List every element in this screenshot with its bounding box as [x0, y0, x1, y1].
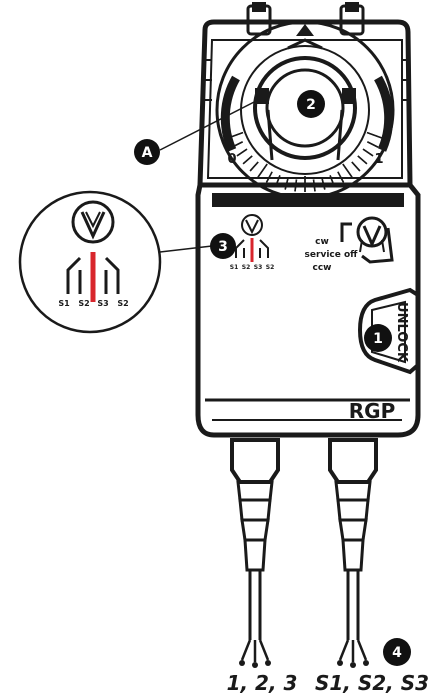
cable-gland-left [232, 440, 278, 640]
dial-tick [258, 164, 267, 177]
zoom-terminal-label: S1 [58, 299, 70, 308]
dial-tick [343, 164, 352, 177]
actuator-body [198, 185, 418, 435]
callout-1: 1 [364, 324, 392, 352]
brand-logo: RGP [349, 399, 395, 423]
switch-terminal-label: S2 [242, 264, 251, 271]
zoom-terminal-label: S3 [97, 299, 108, 308]
cable-gland-right [330, 440, 376, 640]
dial-tick [367, 142, 378, 147]
dial-tick [352, 162, 360, 171]
wires-switch [337, 640, 369, 668]
callout-2-text: 2 [306, 97, 316, 113]
switch-terminal-label: S2 [266, 264, 275, 271]
dial-tick [237, 149, 247, 156]
cable-label-power: 1, 2, 3 [227, 671, 298, 695]
callout-1-text: 1 [373, 331, 383, 347]
dial-label-one: 1 [374, 152, 383, 167]
callout-4: 4 [383, 638, 411, 666]
wires-power [239, 640, 271, 668]
selector-label-service-off: service off [305, 250, 359, 260]
callout-2: 2 [297, 90, 325, 118]
dial-tick [250, 162, 258, 171]
dial-tick [243, 156, 252, 164]
zoom-switch-icon [68, 202, 118, 302]
aux-switch-icon [236, 215, 268, 262]
callout-4-text: 4 [392, 645, 402, 661]
selector-label-ccw: ccw [313, 263, 332, 273]
switch-terminal-label: S3 [254, 264, 263, 271]
callout-a-text: A [142, 145, 153, 161]
aux-switch-panel: S1 S2 S3 S2 cw service off ccw [230, 215, 392, 273]
dial-tick [363, 149, 373, 156]
switch-terminal-label: S1 [230, 264, 239, 271]
callout-a: A [134, 139, 160, 165]
callout-3-text: 3 [218, 239, 228, 255]
switch-detail-zoom: S1 S2 S3 S2 [20, 192, 212, 332]
dial-label-zero: 0 [227, 152, 236, 167]
selector-label-cw: cw [315, 237, 329, 247]
zoom-terminal-label: S2 [78, 299, 89, 308]
dial-tick [367, 133, 382, 138]
callout-3: 3 [210, 233, 236, 259]
zoom-terminal-label: S2 [117, 299, 128, 308]
dial-tick [358, 156, 367, 164]
cable-label-switch: S1, S2, S3 [315, 671, 429, 695]
unlock-label: UNLOCK [394, 302, 409, 363]
